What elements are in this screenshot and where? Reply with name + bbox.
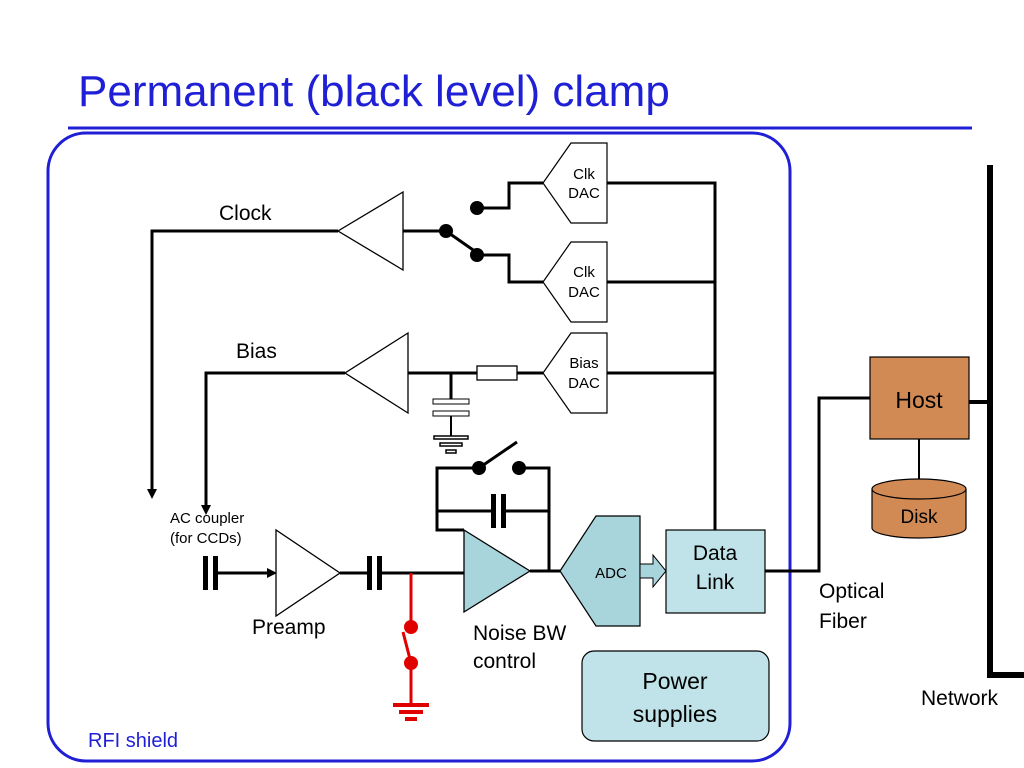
data-link-label-line2: Link: [696, 571, 735, 594]
optical-fiber-line: [765, 396, 870, 573]
bias-filter-capacitor-plate-bottom: [432, 410, 470, 417]
clk-dac-1: Clk DAC: [542, 142, 608, 224]
bias-label: Bias: [236, 340, 277, 363]
disk-label: Disk: [901, 507, 938, 528]
clock-switch-blade: [445, 229, 477, 254]
disk-cylinder: Disk: [871, 478, 967, 539]
clock-line: [147, 229, 338, 499]
adc-to-link-arrow: [639, 553, 667, 589]
bias-filter-resistor: [476, 365, 518, 381]
dac-control-bus: [607, 181, 717, 530]
rfi-shield-boundary: [46, 131, 792, 763]
feedback-capacitor-plate-right: [501, 494, 506, 528]
feedback-switch-contact-right: [512, 461, 526, 475]
bias-filter-capacitor-plate-top: [432, 398, 470, 405]
clk-dac-2-label-line2: DAC: [568, 284, 600, 301]
preamp-label: Preamp: [252, 616, 326, 639]
optical-fiber-label-line1: Optical: [819, 580, 884, 603]
data-link-label-line1: Data: [693, 542, 738, 565]
power-supplies-block: Power supplies: [581, 650, 770, 742]
clamp-switch-contact-top: [404, 620, 418, 634]
coupling-capacitor-plate-left: [367, 556, 372, 590]
bias-dac: Bias DAC: [542, 332, 608, 414]
feedback-outer-right: [525, 466, 551, 571]
bias-dac-label-line1: Bias: [569, 355, 598, 372]
ac-coupler-label-line2: (for CCDs): [170, 530, 242, 547]
clamp-ground-icon: [393, 703, 429, 721]
network-label: Network: [921, 687, 999, 710]
clk-dac-2-label-line1: Clk: [573, 264, 595, 281]
feedback-capacitor-plate-left: [491, 494, 496, 528]
host-label: Host: [895, 387, 943, 413]
clk-dac-1-wire: [477, 181, 543, 210]
feedback-outer-left: [435, 466, 473, 532]
bias-line: [201, 371, 345, 515]
adc-label: ADC: [595, 565, 627, 582]
clk-dac-2-wire: [477, 253, 543, 284]
host-block: Host: [869, 356, 970, 440]
power-supplies-label-line1: Power: [642, 668, 708, 694]
ac-coupler-label-line1: AC coupler: [170, 510, 244, 527]
page-title: Permanent (black level) clamp: [78, 67, 670, 116]
preamp-amp: [275, 528, 342, 618]
noise-bw-label-line2: control: [473, 650, 536, 673]
data-link-block: Data Link: [665, 529, 766, 614]
bias-ground-icon: [433, 435, 469, 454]
clk-dac-1-label-line2: DAC: [568, 185, 600, 202]
noise-bw-label-line1: Noise BW: [473, 622, 567, 645]
rfi-shield-label: RFI shield: [88, 730, 178, 752]
ac-coupler-capacitor-plate-right: [213, 556, 218, 590]
network-backbone: [987, 165, 1024, 678]
bias-dac-label-line2: DAC: [568, 375, 600, 392]
clk-dac-1-label-line1: Clk: [573, 166, 595, 183]
noise-bw-amp: [463, 528, 532, 614]
power-supplies-label-line2: supplies: [633, 701, 717, 727]
adc-block: ADC: [559, 515, 641, 627]
ac-coupler-capacitor-plate-left: [203, 556, 208, 590]
clk-dac-2: Clk DAC: [542, 241, 608, 323]
feedback-switch-blade: [478, 440, 518, 470]
coupling-capacitor-plate-right: [377, 556, 382, 590]
optical-fiber-label-line2: Fiber: [819, 610, 867, 633]
clock-driver-amp: [336, 190, 404, 272]
bias-driver-amp: [343, 331, 409, 415]
clock-label: Clock: [219, 202, 272, 225]
